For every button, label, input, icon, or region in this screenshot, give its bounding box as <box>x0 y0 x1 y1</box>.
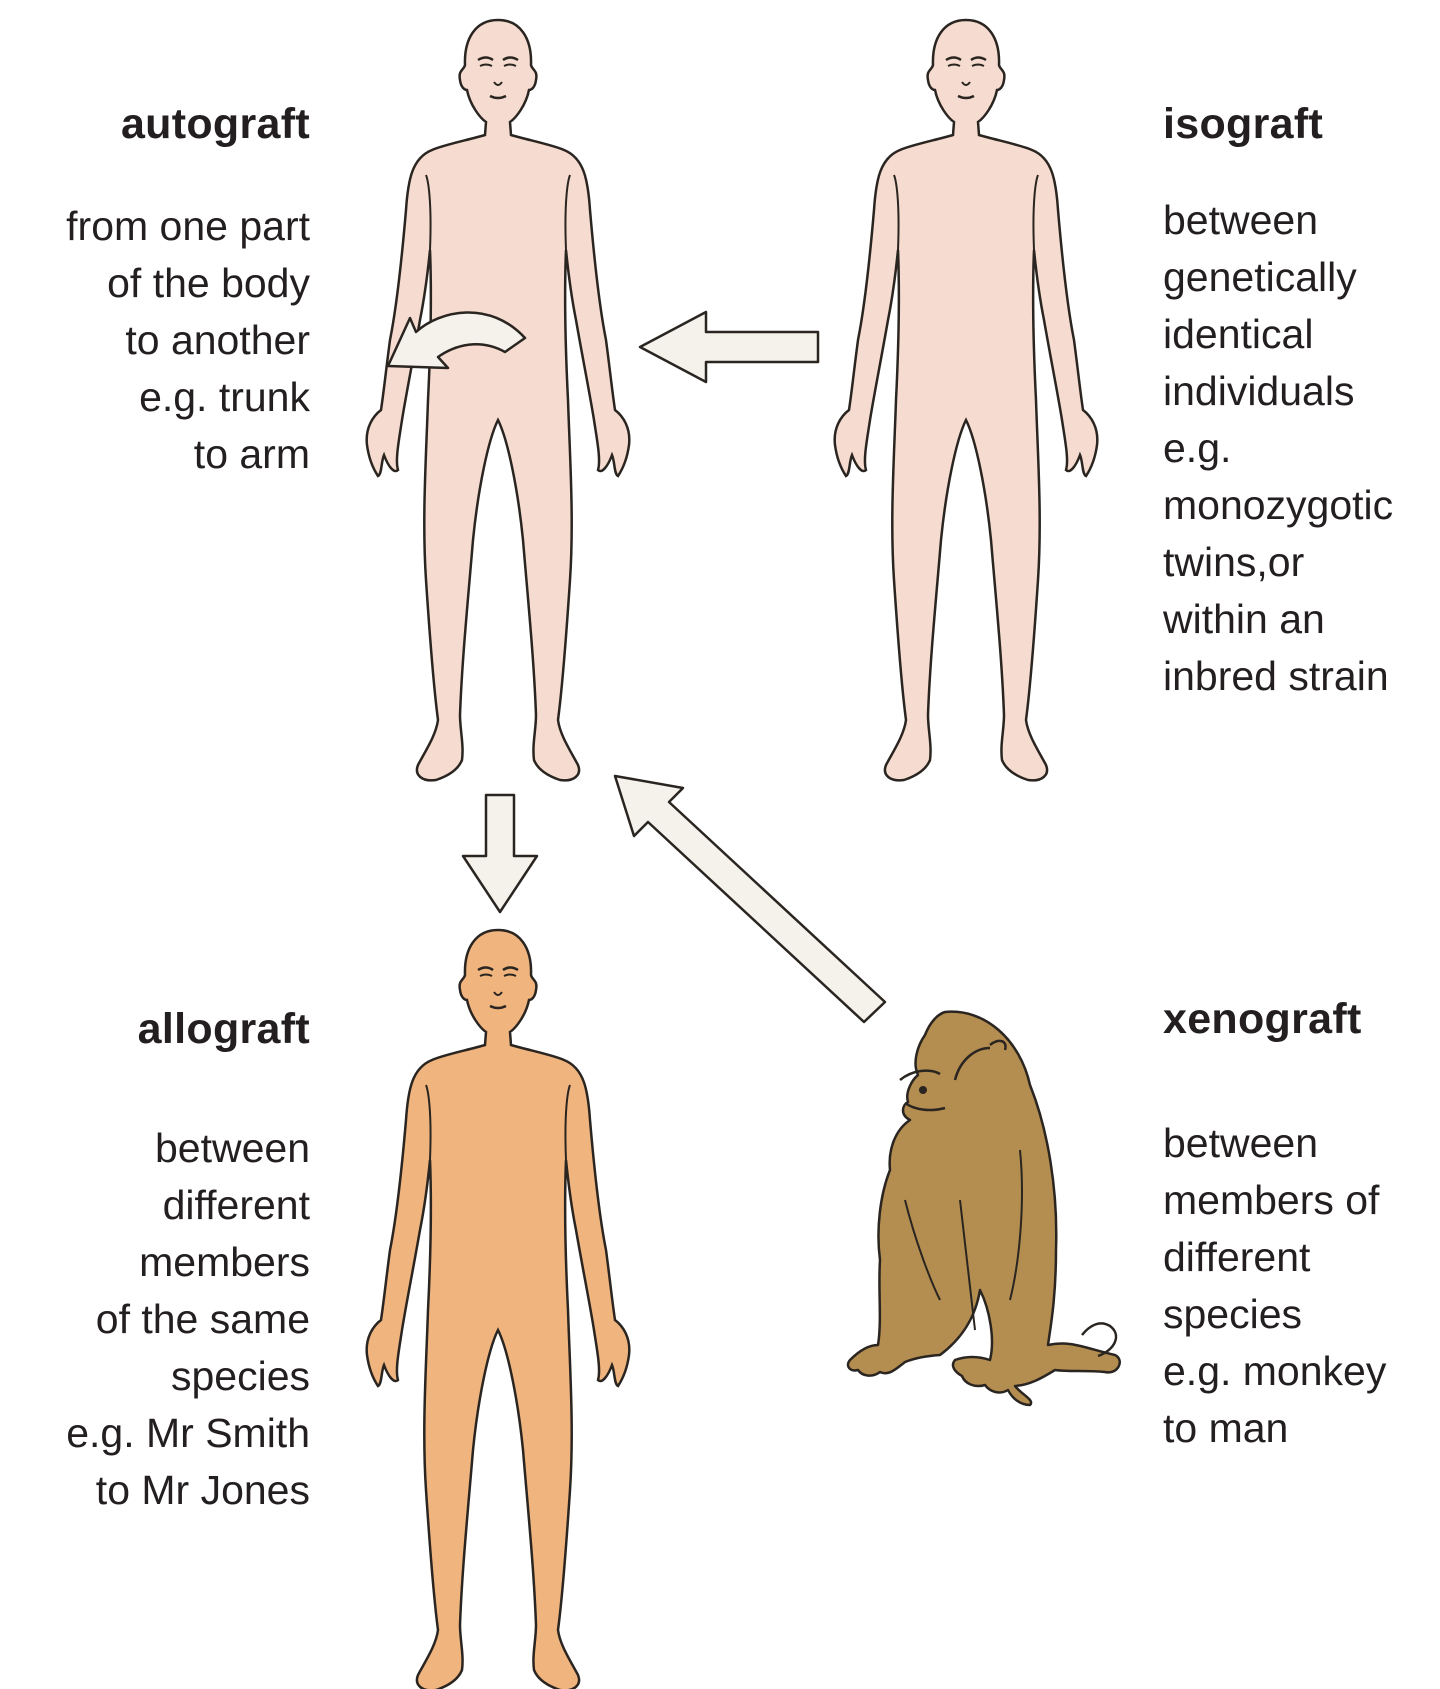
isograft-line: genetically <box>1163 249 1393 306</box>
autograft-human-figure <box>367 20 630 780</box>
allograft-human-figure <box>367 930 630 1689</box>
isograft-line: identical <box>1163 306 1393 363</box>
isograft-line: monozygotic <box>1163 477 1393 534</box>
autograft-description: from one part of the body to another e.g… <box>66 198 310 483</box>
autograft-label-group: autograft <box>121 100 310 149</box>
xenograft-line: members of <box>1163 1172 1386 1229</box>
isograft-label-group: isograft <box>1163 100 1323 149</box>
allograft-title: allograft <box>138 1005 310 1054</box>
monkey-figure <box>848 1012 1120 1405</box>
allograft-label-group: allograft <box>138 1005 310 1054</box>
isograft-line: inbred strain <box>1163 648 1393 705</box>
autograft-line: to arm <box>66 426 310 483</box>
autograft-line: e.g. trunk <box>66 369 310 426</box>
isograft-human-figure <box>835 20 1098 780</box>
isograft-description: between genetically identical individual… <box>1163 192 1393 705</box>
allograft-description: between different members of the same sp… <box>66 1120 310 1519</box>
diagonal-arrow-icon <box>615 776 885 1022</box>
xenograft-line: e.g. monkey <box>1163 1343 1386 1400</box>
allograft-line: e.g. Mr Smith <box>66 1405 310 1462</box>
isograft-line: between <box>1163 192 1393 249</box>
allograft-line: between <box>66 1120 310 1177</box>
xenograft-description: between members of different species e.g… <box>1163 1115 1386 1457</box>
xenograft-line: species <box>1163 1286 1386 1343</box>
down-arrow-icon <box>463 795 537 912</box>
autograft-title: autograft <box>121 100 310 149</box>
xenograft-label-group: xenograft <box>1163 995 1362 1044</box>
isograft-line: individuals <box>1163 363 1393 420</box>
allograft-line: different <box>66 1177 310 1234</box>
autograft-line: of the body <box>66 255 310 312</box>
isograft-line: e.g. <box>1163 420 1393 477</box>
isograft-line: twins,or <box>1163 534 1393 591</box>
left-arrow-icon <box>640 312 818 382</box>
xenograft-line: different <box>1163 1229 1386 1286</box>
xenograft-line: between <box>1163 1115 1386 1172</box>
allograft-line: to Mr Jones <box>66 1462 310 1519</box>
xenograft-line: to man <box>1163 1400 1386 1457</box>
allograft-line: members <box>66 1234 310 1291</box>
isograft-title: isograft <box>1163 100 1323 149</box>
allograft-line: of the same <box>66 1291 310 1348</box>
isograft-line: within an <box>1163 591 1393 648</box>
autograft-line: from one part <box>66 198 310 255</box>
autograft-line: to another <box>66 312 310 369</box>
xenograft-title: xenograft <box>1163 995 1362 1044</box>
allograft-line: species <box>66 1348 310 1405</box>
